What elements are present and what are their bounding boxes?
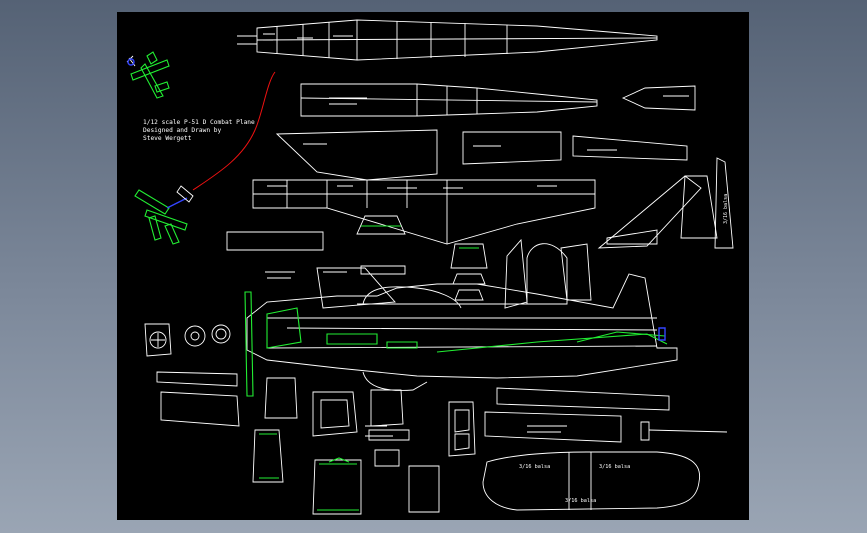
plane-icon-top bbox=[126, 51, 170, 99]
title-block: 1/12 scale P-51 D Combat Plane Designed … bbox=[143, 119, 255, 142]
control-line bbox=[192, 71, 276, 191]
green-formers bbox=[252, 429, 362, 515]
balsa-label-vertical: 3/16 balsa bbox=[723, 194, 729, 224]
balsa-label-bottom: 3/16 balsa bbox=[565, 498, 596, 504]
small-parts bbox=[374, 449, 440, 513]
title-line-3: Steve Wergett bbox=[143, 135, 192, 142]
center-pieces bbox=[226, 215, 406, 309]
plan-drawing: 1/12 scale P-51 D Combat Plane Designed … bbox=[126, 19, 734, 515]
bottom-wing: 3/16 balsa 3/16 balsa 3/16 balsa bbox=[482, 451, 701, 511]
balsa-label-left: 3/16 balsa bbox=[519, 464, 550, 470]
main-wing bbox=[252, 179, 596, 245]
spinner-part bbox=[621, 85, 696, 111]
cad-viewport[interactable]: 1/12 scale P-51 D Combat Plane Designed … bbox=[117, 12, 749, 520]
fuselage-side-strip bbox=[300, 83, 598, 117]
cowl-rings bbox=[144, 323, 231, 357]
balsa-label-right: 3/16 balsa bbox=[599, 464, 630, 470]
callout-lines bbox=[263, 33, 689, 437]
fuselage-side-view bbox=[244, 273, 678, 397]
wing-panels bbox=[275, 129, 688, 181]
title-line-1: 1/12 scale P-51 D Combat Plane bbox=[143, 119, 255, 126]
fuselage-top-view bbox=[237, 19, 658, 61]
stabilizer-strips bbox=[156, 371, 728, 443]
plane-icon-bottom bbox=[134, 185, 194, 245]
tail-surfaces: 3/16 balsa bbox=[597, 157, 734, 249]
canopy-parts bbox=[450, 238, 592, 309]
formers-cluster bbox=[264, 377, 476, 457]
title-line-2: Designed and Drawn by bbox=[143, 127, 222, 134]
